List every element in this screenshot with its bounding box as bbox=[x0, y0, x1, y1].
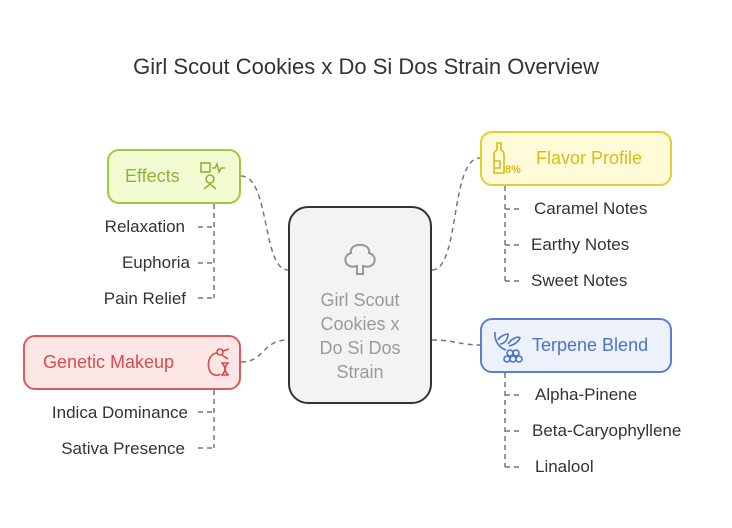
flavor-profile-label: Flavor Profile bbox=[536, 148, 643, 168]
genetic-item: Sativa Presence bbox=[61, 439, 185, 458]
effects-label: Effects bbox=[125, 166, 180, 186]
genetic-item: Indica Dominance bbox=[51, 403, 188, 422]
center-node: Girl Scout Cookies x Do Si Dos Strain bbox=[288, 206, 432, 404]
genetic-makeup-node: Genetic Makeup bbox=[23, 335, 241, 390]
effects-item: Pain Relief bbox=[103, 289, 186, 308]
diagram-title: Girl Scout Cookies x Do Si Dos Strain Ov… bbox=[133, 54, 599, 79]
genetic-makeup-label: Genetic Makeup bbox=[43, 352, 175, 372]
effects-item: Relaxation bbox=[104, 217, 185, 236]
flavor-profile-node: 8% Flavor Profile bbox=[480, 131, 672, 186]
clover-icon bbox=[344, 243, 376, 275]
flavor-item: Sweet Notes bbox=[531, 271, 628, 290]
dna-apple-icon bbox=[207, 348, 230, 377]
terpene-blend-label: Terpene Blend bbox=[532, 335, 649, 355]
center-label-line: Strain bbox=[336, 362, 384, 382]
effects-icon bbox=[200, 161, 225, 190]
svg-text:8%: 8% bbox=[505, 164, 521, 176]
center-label-line: Cookies x bbox=[320, 314, 400, 334]
terpene-item: Alpha-Pinene bbox=[535, 385, 638, 404]
center-label-line: Do Si Dos bbox=[319, 338, 401, 358]
effects-node: Effects bbox=[107, 149, 241, 204]
effects-item: Euphoria bbox=[121, 253, 190, 272]
terpene-item: Beta-Caryophyllene bbox=[532, 421, 682, 440]
flavor-item: Caramel Notes bbox=[534, 199, 648, 218]
center-label-line: Girl Scout bbox=[320, 290, 400, 310]
bottle-percent-icon: 8% bbox=[493, 142, 521, 176]
terpene-item: Linalool bbox=[535, 457, 594, 476]
flavor-item: Earthy Notes bbox=[531, 235, 630, 254]
leaf-grapes-icon bbox=[494, 331, 523, 363]
terpene-blend-node: Terpene Blend bbox=[480, 318, 672, 373]
